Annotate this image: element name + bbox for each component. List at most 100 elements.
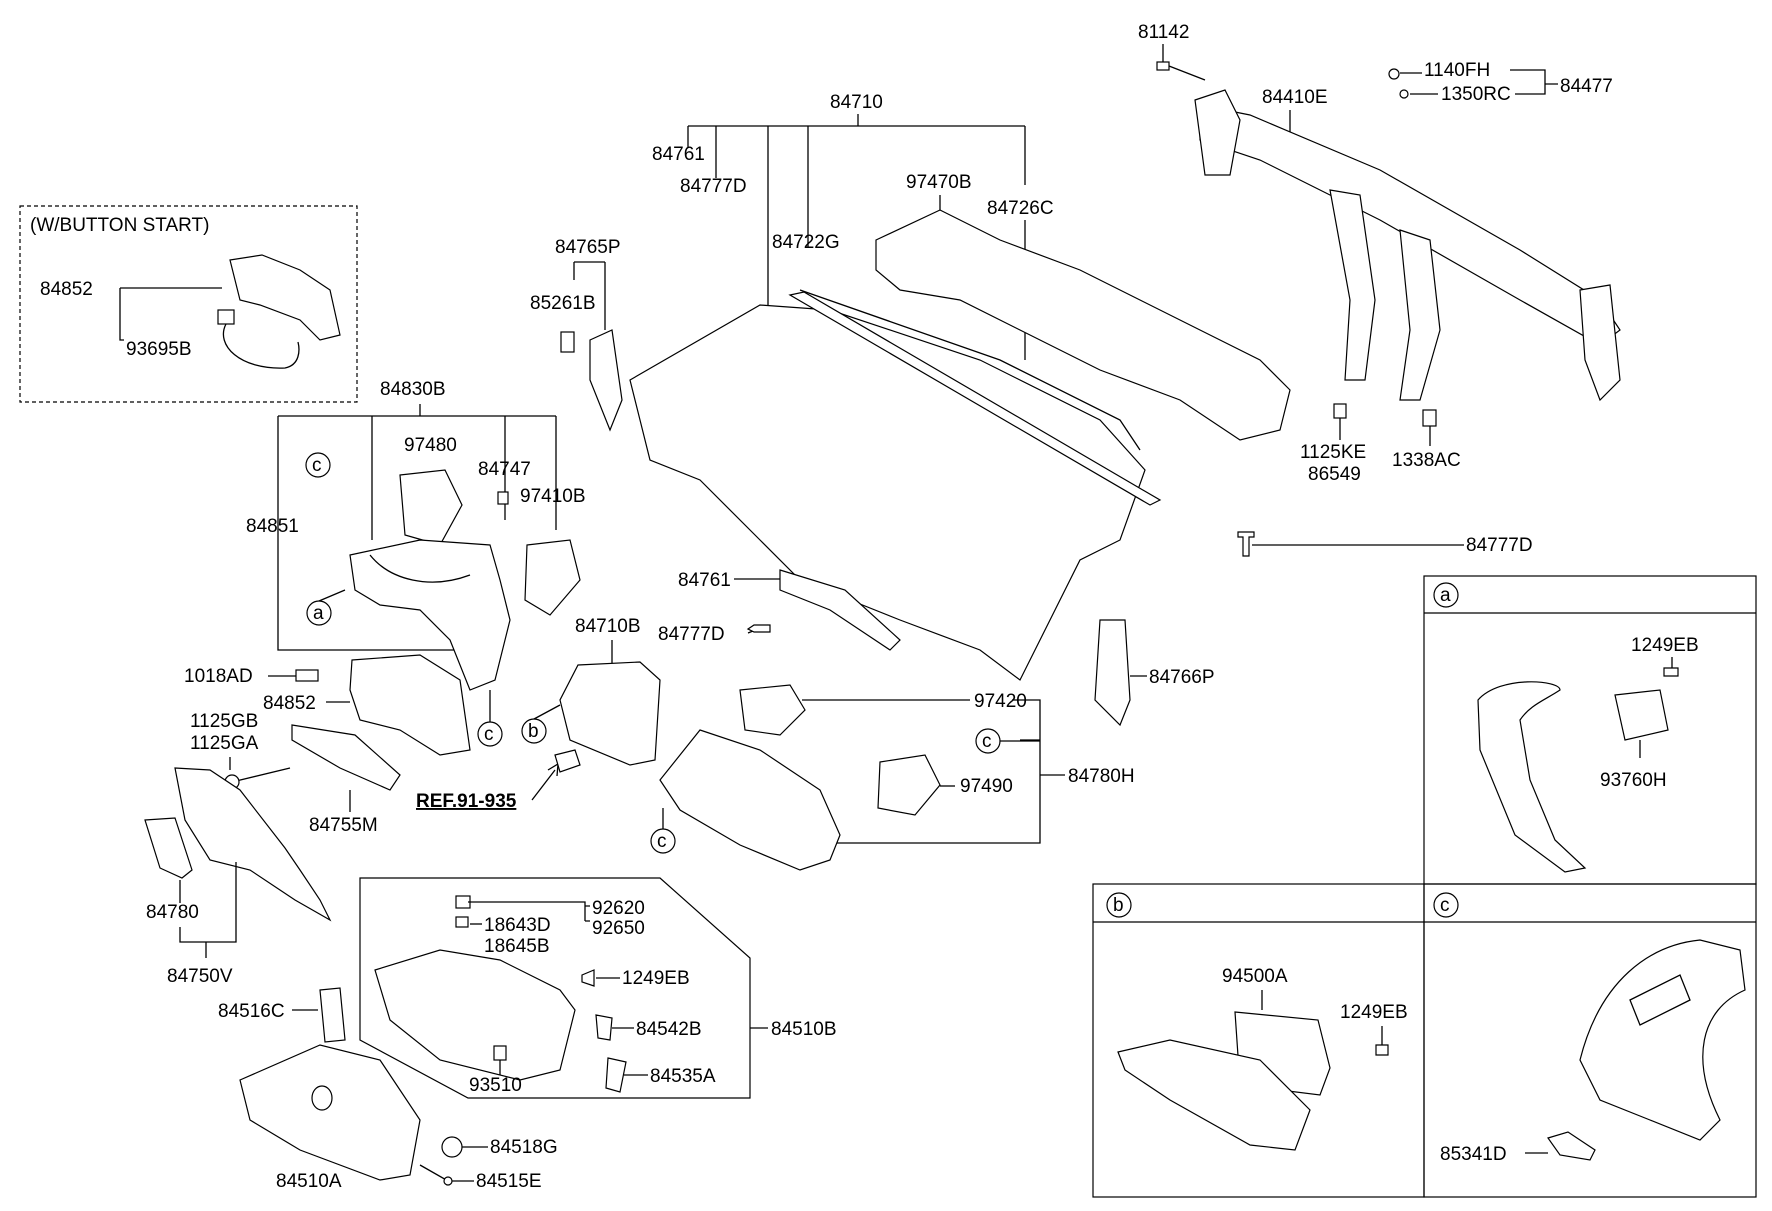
label-97490[interactable]: 97490 <box>960 776 1013 797</box>
label-93695B[interactable]: 93695B <box>126 339 192 360</box>
clip-85261B <box>560 331 575 353</box>
bolt-1125KE <box>1333 403 1347 419</box>
label-84510B[interactable]: 84510B <box>771 1019 837 1040</box>
label-84765P[interactable]: 84765P <box>555 237 621 258</box>
label-84761-mid[interactable]: 84761 <box>678 570 731 591</box>
callout-leaders <box>318 589 1040 829</box>
damper-84535A <box>605 1057 627 1093</box>
crash-pad-defrost-grille <box>799 289 1141 451</box>
label-84750V[interactable]: 84750V <box>167 966 233 987</box>
label-84777D-right[interactable]: 84777D <box>1466 535 1533 556</box>
label-84766P[interactable]: 84766P <box>1149 667 1215 688</box>
label-84710[interactable]: 84710 <box>830 92 883 113</box>
label-85341D[interactable]: 85341D <box>1440 1144 1507 1165</box>
button-start-switch <box>217 309 235 325</box>
center-vent-97480 <box>399 469 463 546</box>
detail-b: b 94500A 1249EB <box>1092 883 1425 1198</box>
label-84780[interactable]: 84780 <box>146 902 199 923</box>
lower-panel-84750V <box>174 767 332 922</box>
lower-left-group: 1018AD 84852 1125GB 1125GA 84755M REF.91… <box>144 654 581 987</box>
detail-b-callout[interactable] <box>1106 892 1132 918</box>
crossbar-bracket-right <box>1579 284 1621 402</box>
detail-a-callout[interactable] <box>1433 582 1459 608</box>
label-84722G[interactable]: 84722G <box>772 232 840 253</box>
label-1125GA[interactable]: 1125GA <box>190 733 259 754</box>
button-start-note: (W/BUTTON START) <box>30 215 209 236</box>
label-97420[interactable]: 97420 <box>974 691 1027 712</box>
detail-c-opening <box>1629 974 1691 1026</box>
detail-a: a 1249EB 93760H <box>1423 575 1757 885</box>
label-1249EB-mid[interactable]: 1249EB <box>622 968 690 989</box>
label-84515E[interactable]: 84515E <box>476 1171 542 1192</box>
detail-c-clip-85341D <box>1547 1131 1596 1161</box>
label-1338AC[interactable]: 1338AC <box>1392 450 1461 471</box>
label-94500A[interactable]: 94500A <box>1222 966 1288 987</box>
detail-b-callout-label: b <box>1113 895 1124 916</box>
label-18643D[interactable]: 18643D <box>484 915 551 936</box>
label-18645B[interactable]: 18645B <box>484 936 550 957</box>
label-84510A[interactable]: 84510A <box>276 1171 342 1192</box>
label-1125KE[interactable]: 1125KE <box>1300 442 1366 463</box>
label-84747[interactable]: 84747 <box>478 459 531 480</box>
screw-84777D-right <box>1237 531 1255 557</box>
label-1350RC[interactable]: 1350RC <box>1441 84 1511 105</box>
label-84726C[interactable]: 84726C <box>987 198 1054 219</box>
ref-connector <box>554 749 581 773</box>
label-84777D-top[interactable]: 84777D <box>680 176 747 197</box>
label-84518G[interactable]: 84518G <box>490 1137 558 1158</box>
label-84852-box[interactable]: 84852 <box>40 279 93 300</box>
label-97480[interactable]: 97480 <box>404 435 457 456</box>
label-84516C[interactable]: 84516C <box>218 1001 285 1022</box>
label-1140FH[interactable]: 1140FH <box>1424 60 1490 81</box>
label-84542B[interactable]: 84542B <box>636 1019 702 1040</box>
label-84777D-mid[interactable]: 84777D <box>658 624 725 645</box>
label-93510[interactable]: 93510 <box>469 1075 522 1096</box>
ref-label[interactable]: REF.91-935 <box>416 791 517 812</box>
label-84477[interactable]: 84477 <box>1560 76 1613 97</box>
label-1249EB-a[interactable]: 1249EB <box>1631 635 1699 656</box>
label-92620[interactable]: 92620 <box>592 898 645 919</box>
detail-c-callout[interactable] <box>1433 892 1459 918</box>
label-84755M[interactable]: 84755M <box>309 815 378 836</box>
label-84710B[interactable]: 84710B <box>575 616 641 637</box>
leader-1125GB <box>229 757 291 783</box>
center-fascia-84710B <box>559 661 661 766</box>
label-1249EB-b[interactable]: 1249EB <box>1340 1002 1408 1023</box>
label-1125GB[interactable]: 1125GB <box>190 711 258 732</box>
label-84852[interactable]: 84852 <box>263 693 316 714</box>
label-84830B[interactable]: 84830B <box>380 379 446 400</box>
detail-c-panel <box>1579 939 1746 1141</box>
label-93760H[interactable]: 93760H <box>1600 770 1667 791</box>
label-86549[interactable]: 86549 <box>1308 464 1361 485</box>
screw-1018AD <box>295 669 319 682</box>
detail-a-switch-93760H <box>1614 689 1669 741</box>
callout-c-3-label: c <box>982 731 992 752</box>
callout-b-1-label: b <box>528 721 539 742</box>
center-fascia-group: 84710B 97420 84780H 97490 <box>559 616 1135 871</box>
label-92650[interactable]: 92650 <box>592 918 645 939</box>
side-vent-97410B <box>524 539 581 616</box>
crash-pad-group: 84710 84761 84777D 97470B 84726C 84722G … <box>530 92 1291 727</box>
leader-84710 <box>687 114 1026 305</box>
label-97410B[interactable]: 97410B <box>520 486 586 507</box>
cluster-fascia-opening <box>369 554 471 583</box>
callout-c-1[interactable] <box>305 452 331 478</box>
cluster-lower-84780H <box>659 729 841 871</box>
crossbar-support-right <box>1399 229 1441 401</box>
label-81142[interactable]: 81142 <box>1138 22 1189 43</box>
callout-c-2-label: c <box>484 724 494 745</box>
bolt-81142 <box>1156 61 1170 71</box>
cluster-fascia-group: 84830B 84851 97480 84747 97410B <box>246 379 586 691</box>
pin-84515E <box>443 1176 453 1186</box>
label-1018AD[interactable]: 1018AD <box>184 666 253 687</box>
label-84535A[interactable]: 84535A <box>650 1066 716 1087</box>
label-84780H[interactable]: 84780H <box>1068 766 1135 787</box>
label-84410E[interactable]: 84410E <box>1262 87 1328 108</box>
label-84761-top[interactable]: 84761 <box>652 144 705 165</box>
label-84851[interactable]: 84851 <box>246 516 299 537</box>
pad-92620 <box>455 895 471 909</box>
label-85261B[interactable]: 85261B <box>530 293 596 314</box>
label-97470B[interactable]: 97470B <box>906 172 972 193</box>
glove-box-group: 92620 92650 18643D 18645B 1249EB 84542B … <box>218 877 837 1192</box>
